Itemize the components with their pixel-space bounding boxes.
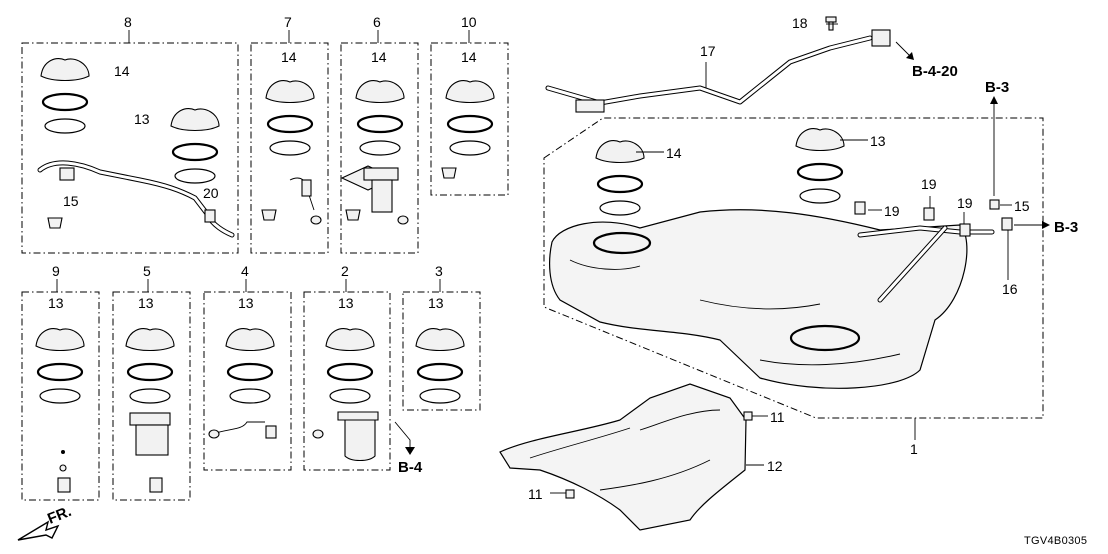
heat-shield-12 (499, 383, 747, 531)
label-part-13: 13 (338, 295, 354, 311)
label-assembly-7: 7 (284, 14, 292, 30)
ref-b-3-top: B-3 (985, 79, 1009, 96)
label-assembly-5: 5 (143, 263, 151, 279)
label-assembly-8: 8 (124, 14, 132, 30)
label-part-13: 13 (48, 295, 64, 311)
fuel-pump-6 (340, 165, 409, 225)
tank-contours (569, 259, 901, 366)
assembly-box-2 (303, 291, 391, 471)
ref-b-4-20: B-4-20 (912, 63, 958, 80)
assembly-box-6 (340, 42, 419, 254)
retainer-ring-set (125, 328, 175, 404)
label-assembly-9: 9 (52, 263, 60, 279)
assembly-box-3 (402, 291, 481, 411)
front-direction-arrow (17, 520, 60, 541)
label-part-11: 11 (528, 486, 543, 502)
retainer-ring-set (355, 80, 405, 156)
retainer-ring-set (445, 80, 495, 156)
label-assembly-1: 1 (910, 441, 918, 457)
clip-11-b (565, 489, 575, 499)
retainer-ring-set (40, 58, 90, 134)
clip-16 (1001, 217, 1013, 231)
label-part-11: 11 (770, 409, 785, 425)
label-part-14: 14 (666, 145, 682, 161)
label-part-14: 14 (371, 49, 387, 65)
right-leaders (550, 23, 1012, 494)
strainers (47, 167, 457, 229)
clip-19-c (959, 223, 971, 237)
label-assembly-3: 3 (435, 263, 443, 279)
label-part-13: 13 (138, 295, 154, 311)
retainer-ring-set (325, 328, 375, 404)
assembly-box-9 (21, 291, 100, 501)
retainer-ring-set (415, 328, 465, 404)
clip-19-a (854, 201, 866, 215)
label-part-12: 12 (767, 458, 783, 474)
label-assembly-2: 2 (341, 263, 349, 279)
pipe-17-connector (575, 99, 605, 113)
clip-15-right (989, 199, 1000, 210)
retainer-ring-set (170, 108, 220, 184)
pump-kits (35, 58, 845, 404)
retainer-ring-set (595, 140, 645, 216)
retainer-ring-set (35, 328, 85, 404)
assembly-box-7 (250, 42, 329, 254)
label-assembly-6: 6 (373, 14, 381, 30)
label-part-15: 15 (63, 193, 79, 209)
assembly-box-8 (21, 42, 239, 254)
retainer-ring-set (795, 128, 845, 204)
tank-pump-opening-main (789, 324, 861, 352)
clip-19-b (923, 207, 935, 221)
label-part-17: 17 (700, 43, 716, 59)
label-part-13: 13 (870, 133, 886, 149)
b3-arrow-top (990, 96, 998, 104)
level-sender-7 (289, 177, 322, 225)
label-part-14: 14 (114, 63, 130, 79)
pipe-17-end (871, 29, 891, 47)
b4-arrow (405, 447, 415, 455)
clip-11-a (743, 411, 753, 421)
clip-15-box8 (59, 167, 75, 181)
label-part-14: 14 (281, 49, 297, 65)
label-assembly-4: 4 (241, 263, 249, 279)
label-part-13: 13 (238, 295, 254, 311)
label-part-19: 19 (957, 195, 973, 211)
label-part-20: 20 (203, 185, 219, 201)
label-part-18: 18 (792, 15, 808, 31)
retainer-ring-set (225, 328, 275, 404)
label-part-16: 16 (1002, 281, 1018, 297)
front-label: FR. (45, 503, 74, 528)
label-part-19: 19 (921, 176, 937, 192)
label-part-15: 15 (1014, 198, 1030, 214)
box-leaders (56, 30, 470, 292)
clip-20 (204, 209, 216, 223)
label-part-13: 13 (428, 295, 444, 311)
bolt-18 (825, 16, 837, 31)
assembly-box-5 (112, 291, 191, 501)
assembly-box-4 (203, 291, 292, 471)
assembly-box-10 (430, 42, 509, 196)
ref-b-4: B-4 (398, 459, 423, 476)
tank-pump-opening-sub (592, 231, 652, 255)
diagram-code: TGV4B0305 (1024, 535, 1087, 547)
label-part-19: 19 (884, 203, 900, 219)
b4-20-arrow (906, 52, 914, 60)
label-assembly-10: 10 (461, 14, 477, 30)
label-part-14: 14 (461, 49, 477, 65)
label-part-13: 13 (134, 111, 150, 127)
part-labels: 8 7 6 10 9 5 4 2 3 1 14 14 14 14 14 13 13 13 13 13 13 13 15 20 1… (45, 14, 1087, 547)
pump-internals (57, 411, 379, 493)
retainer-ring-set (265, 80, 315, 156)
fuel-tank (549, 209, 968, 389)
ref-b-3-right: B-3 (1054, 219, 1078, 236)
b4-leader (394, 421, 411, 450)
b3-arrow-right (1042, 221, 1050, 229)
